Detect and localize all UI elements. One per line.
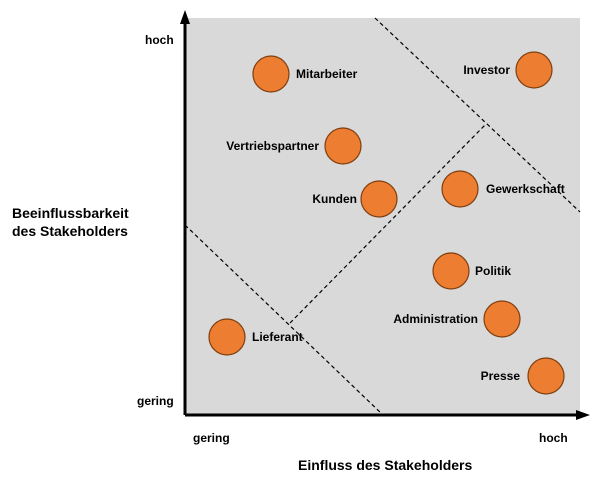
stakeholder-bubble-mitarbeiter bbox=[252, 55, 290, 93]
y-tick-high: hoch bbox=[145, 33, 174, 47]
y-axis-title-line1: Beeinflussbarkeit bbox=[12, 205, 129, 221]
y-axis-title: Beeinflussbarkeit des Stakeholders bbox=[12, 204, 129, 240]
x-tick-low: gering bbox=[193, 431, 230, 445]
axes bbox=[180, 10, 590, 420]
divider-center-diagonal bbox=[289, 124, 486, 324]
stakeholder-label-presse: Presse bbox=[481, 369, 521, 383]
divider-lines bbox=[184, 17, 581, 416]
stakeholder-label-lieferant: Lieferant bbox=[252, 330, 303, 344]
stakeholder-bubble-investor bbox=[515, 51, 553, 89]
divider-bottom-left bbox=[184, 224, 384, 416]
stakeholder-bubble-gewerkschaft bbox=[441, 170, 479, 208]
stakeholder-bubble-vertriebspartner bbox=[324, 127, 362, 165]
y-axis-title-line2: des Stakeholders bbox=[12, 223, 128, 239]
stakeholder-label-vertriebspartner: Vertriebspartner bbox=[226, 139, 319, 153]
y-axis-arrow bbox=[180, 10, 190, 24]
divider-top-right bbox=[374, 17, 581, 213]
x-axis-arrow bbox=[576, 410, 590, 420]
y-tick-low: gering bbox=[137, 394, 174, 408]
stakeholder-bubble-kunden bbox=[360, 180, 398, 218]
stakeholder-label-investor: Investor bbox=[463, 63, 510, 77]
stakeholder-label-administration: Administration bbox=[393, 312, 478, 326]
x-axis-title: Einfluss des Stakeholders bbox=[298, 457, 473, 473]
stakeholder-bubble-lieferant bbox=[208, 318, 246, 356]
stakeholder-bubble-administration bbox=[483, 300, 521, 338]
stakeholder-bubble-politik bbox=[432, 252, 470, 290]
stakeholder-bubble-presse bbox=[527, 357, 565, 395]
stakeholder-label-mitarbeiter: Mitarbeiter bbox=[296, 67, 358, 81]
stakeholder-bubbles: Mitarbeiter InvestorVertriebspartnerKunde… bbox=[208, 51, 565, 395]
stakeholder-label-kunden: Kunden bbox=[312, 192, 357, 206]
stakeholder-label-gewerkschaft: Gewerkschaft bbox=[486, 182, 565, 196]
stakeholder-label-politik: Politik bbox=[475, 264, 511, 278]
x-tick-high: hoch bbox=[539, 431, 568, 445]
